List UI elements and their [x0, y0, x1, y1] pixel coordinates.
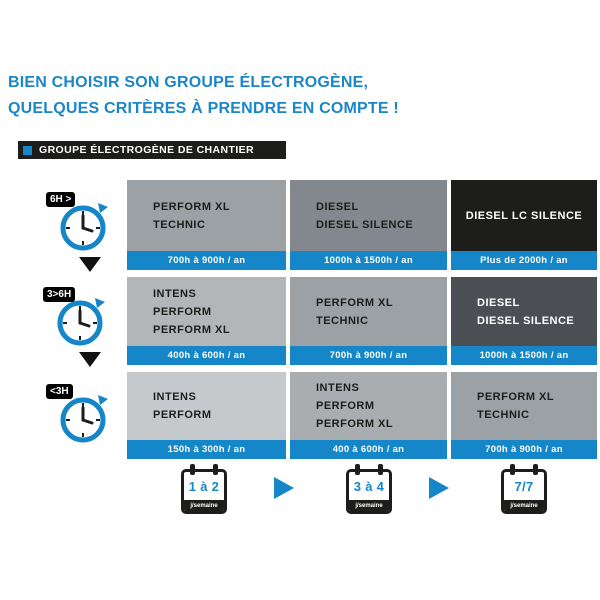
calendar-ring-icon	[355, 464, 360, 475]
calendar-icon: 1 à 2 j/semaine	[181, 464, 227, 516]
right-arrow-icon	[429, 477, 449, 499]
duration-badge: <3H	[46, 384, 73, 399]
frequency-unit: j/semaine	[349, 500, 389, 511]
section-banner-label: GROUPE ÉLECTROGÈNE DE CHANTIER	[39, 144, 255, 156]
product-name: DIESEL	[477, 296, 520, 309]
clock-face-icon	[57, 298, 105, 346]
matrix-cell-r1c3: DIESEL LC SILENCE Plus de 2000h / an	[451, 180, 597, 270]
generator-matrix: PERFORM XL TECHNIC 700h à 900h / an DIES…	[127, 180, 597, 459]
matrix-cell-r3c2: INTENS PERFORM PERFORM XL 400 à 600h / a…	[290, 372, 447, 459]
annual-hours-bar: Plus de 2000h / an	[451, 251, 597, 270]
calendar-ring-icon	[510, 464, 515, 475]
clock-face-icon	[60, 395, 108, 443]
product-name: PERFORM	[153, 305, 212, 318]
product-name: PERFORM XL	[316, 296, 394, 309]
frequency-unit: j/semaine	[184, 500, 224, 511]
annual-hours-bar: 700h à 900h / an	[290, 346, 447, 365]
calendar-icon: 3 à 4 j/semaine	[346, 464, 392, 516]
matrix-cell-r2c1: INTENS PERFORM PERFORM XL 400h à 600h / …	[127, 277, 286, 365]
product-name: PERFORM XL	[153, 200, 231, 213]
matrix-cell-r3c1: INTENS PERFORM 150h à 300h / an	[127, 372, 286, 459]
annual-hours-bar: 150h à 300h / an	[127, 440, 286, 459]
product-name: TECHNIC	[153, 218, 206, 231]
frequency-value: 7/7	[514, 478, 534, 494]
page-title: BIEN CHOISIR SON GROUPE ÉLECTROGÈNE, QUE…	[8, 70, 399, 122]
calendar-ring-icon	[378, 464, 383, 475]
duration-badge: 3>6H	[43, 287, 76, 302]
annual-hours-bar: 1000h à 1500h / an	[451, 346, 597, 365]
product-name: DIESEL LC SILENCE	[465, 209, 583, 222]
frequency-value: 3 à 4	[353, 478, 385, 494]
clock-icon: 3>6H	[43, 287, 109, 350]
product-name: PERFORM	[316, 400, 375, 412]
annual-hours-bar: 400 à 600h / an	[290, 440, 447, 459]
frequency-value: 1 à 2	[188, 478, 220, 494]
product-name: INTENS	[153, 391, 197, 403]
product-name: TECHNIC	[477, 409, 530, 421]
annual-hours-bar: 700h à 900h / an	[451, 440, 597, 459]
clock-icon: <3H	[46, 384, 112, 447]
product-name: DIESEL SILENCE	[316, 218, 414, 231]
product-name: DIESEL SILENCE	[477, 314, 575, 327]
product-name: PERFORM	[153, 409, 212, 421]
banner-square-icon	[23, 145, 32, 155]
down-arrow-icon	[79, 352, 101, 367]
product-name: PERFORM XL	[153, 323, 231, 336]
product-name: DIESEL	[316, 200, 359, 213]
calendar-ring-icon	[213, 464, 218, 475]
matrix-cell-r2c2: PERFORM XL TECHNIC 700h à 900h / an	[290, 277, 447, 365]
product-name: INTENS	[153, 287, 197, 300]
frequency-unit: j/semaine	[504, 500, 544, 511]
product-name: INTENS	[316, 382, 360, 394]
product-name: PERFORM XL	[477, 391, 555, 403]
clock-icon: 6H >	[46, 192, 112, 255]
calendar-icon: 7/7 j/semaine	[501, 464, 547, 516]
section-banner: GROUPE ÉLECTROGÈNE DE CHANTIER	[18, 141, 286, 159]
annual-hours-bar: 1000h à 1500h / an	[290, 251, 447, 270]
annual-hours-bar: 400h à 600h / an	[127, 346, 286, 365]
product-name: PERFORM XL	[316, 418, 394, 430]
matrix-cell-r1c1: PERFORM XL TECHNIC 700h à 900h / an	[127, 180, 286, 270]
calendar-ring-icon	[190, 464, 195, 475]
down-arrow-icon	[79, 257, 101, 272]
product-name: TECHNIC	[316, 314, 369, 327]
page-title-line1: BIEN CHOISIR SON GROUPE ÉLECTROGÈNE,	[8, 74, 369, 91]
page-title-line2: QUELQUES CRITÈRES À PRENDRE EN COMPTE !	[8, 100, 399, 117]
annual-hours-bar: 700h à 900h / an	[127, 251, 286, 270]
clock-face-icon	[60, 203, 108, 251]
duration-badge: 6H >	[46, 192, 76, 207]
calendar-ring-icon	[533, 464, 538, 475]
matrix-cell-r1c2: DIESEL DIESEL SILENCE 1000h à 1500h / an	[290, 180, 447, 270]
right-arrow-icon	[274, 477, 294, 499]
matrix-cell-r2c3: DIESEL DIESEL SILENCE 1000h à 1500h / an	[451, 277, 597, 365]
matrix-cell-r3c3: PERFORM XL TECHNIC 700h à 900h / an	[451, 372, 597, 459]
